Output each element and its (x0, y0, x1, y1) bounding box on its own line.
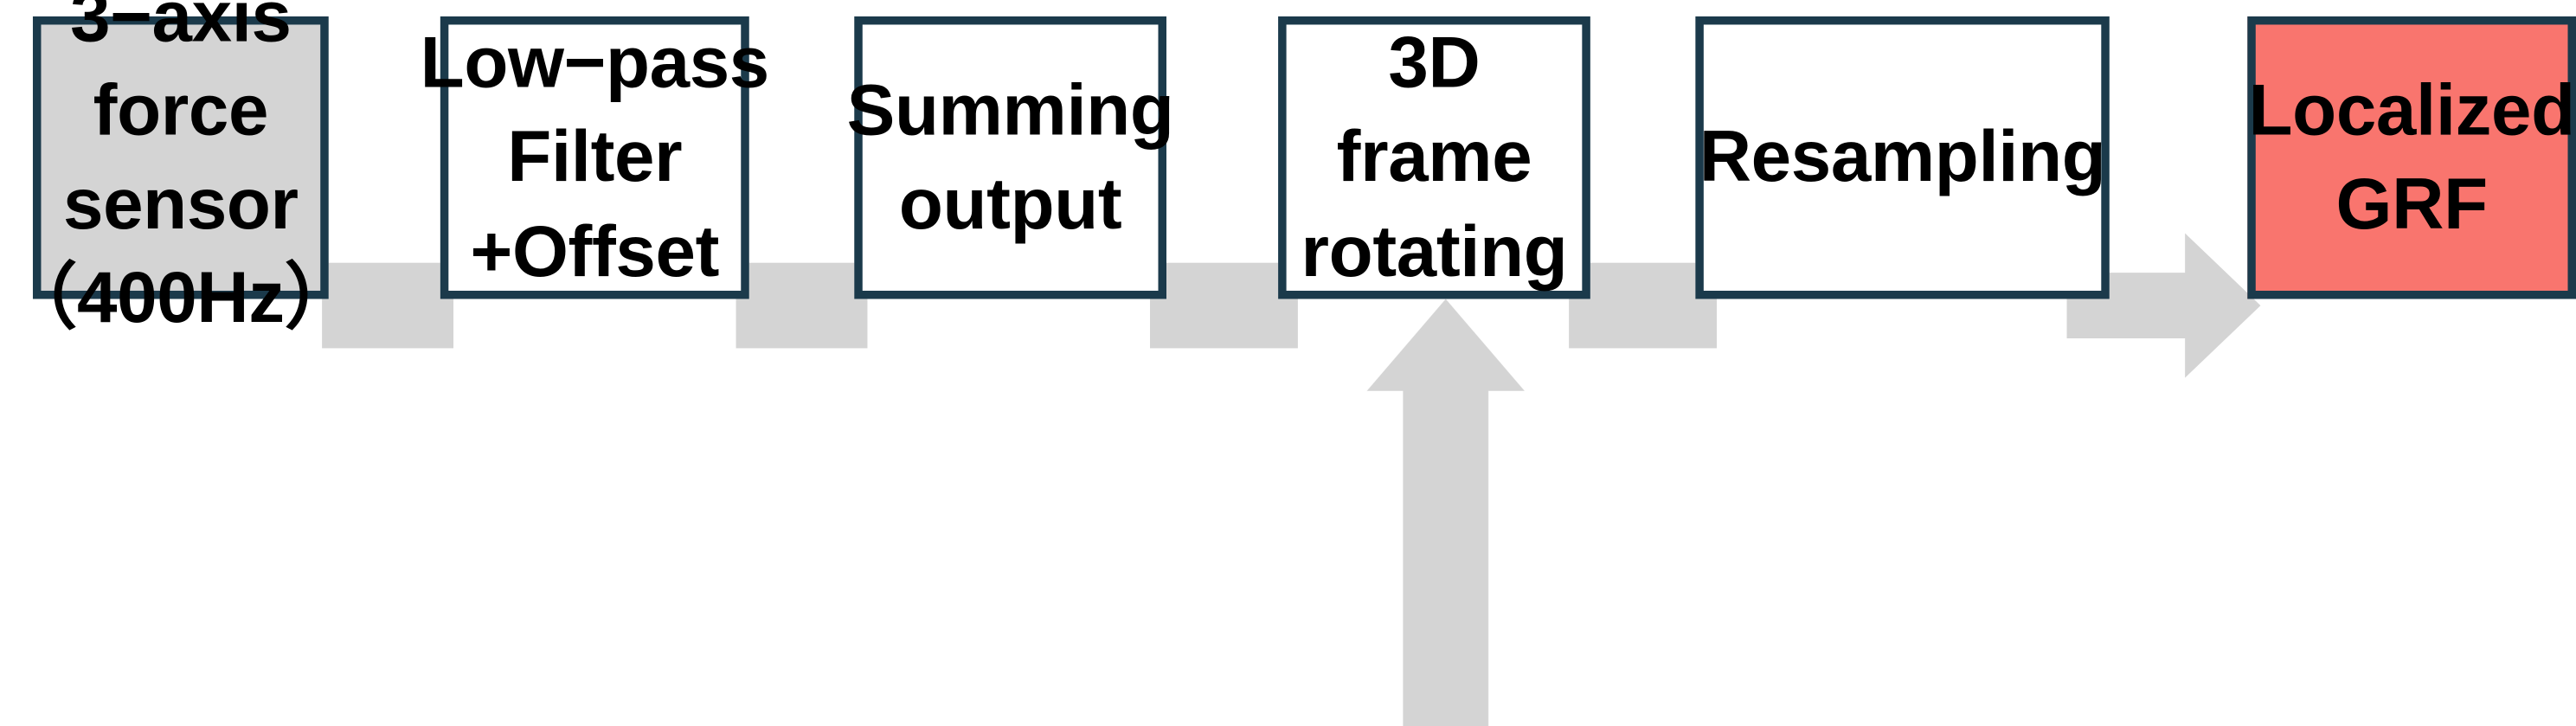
block-3d-frame-rotating-label: 3D frame rotating (1301, 22, 1568, 292)
block-localized-grf[interactable]: Localized GRF (2247, 16, 2576, 299)
arrow-resampling-to-localized-grf (2066, 233, 2261, 378)
block-force-sensor[interactable]: 3−axis force sensor （400Hz） (5, 0, 357, 338)
block-force-sensor-label: 3−axis force sensor （400Hz） (4, 0, 357, 339)
connector-filter-to-summing (736, 262, 868, 349)
connector-force-sensor-to-filter (322, 262, 454, 349)
block-summing-output-label: Summing output (846, 70, 1174, 245)
block-resampling-label: Resampling (1699, 117, 2106, 198)
connector-rotating-to-resampling (1569, 262, 1718, 349)
arrow-offset-to-rotating (1366, 299, 1525, 726)
block-summing-output[interactable]: Summing output (847, 16, 1174, 299)
block-low-pass-filter[interactable]: Low−pass Filter +Offset (421, 16, 769, 299)
block-localized-grf-label: Localized GRF (2248, 70, 2576, 245)
block-3d-frame-rotating[interactable]: 3D frame rotating (1278, 16, 1590, 299)
block-low-pass-filter-label: Low−pass Filter +Offset (420, 22, 770, 292)
connector-summing-to-rotating (1150, 262, 1298, 349)
block-resampling[interactable]: Resampling (1695, 16, 2110, 299)
